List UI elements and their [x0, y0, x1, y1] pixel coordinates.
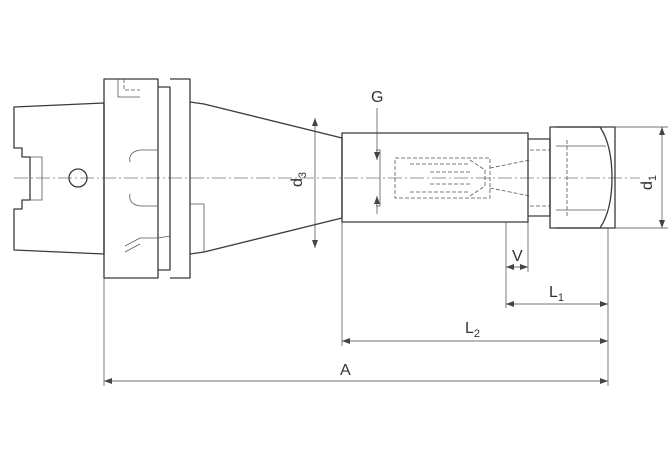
locating-hole	[68, 168, 88, 188]
label-g: G	[371, 89, 383, 106]
label-d1: d1	[639, 175, 659, 190]
dimension-l2: L2	[341, 222, 608, 346]
dimension-g: G	[371, 89, 383, 214]
dimension-d1: d1	[615, 126, 668, 229]
label-l2: L2	[465, 320, 480, 340]
clamping-nut	[549, 126, 616, 229]
label-d3: d3	[289, 172, 309, 187]
dimension-a: A	[103, 278, 608, 386]
label-l1: L1	[549, 284, 564, 304]
dimension-l1: L1	[506, 228, 609, 386]
taper-shank	[13, 102, 105, 255]
dimension-d3: d3	[289, 118, 318, 248]
label-v: V	[512, 248, 523, 265]
cylinder-body	[341, 132, 531, 223]
dimension-v: V	[505, 222, 529, 308]
collet-section	[528, 138, 551, 217]
flange	[103, 78, 191, 279]
label-a: A	[340, 362, 351, 379]
